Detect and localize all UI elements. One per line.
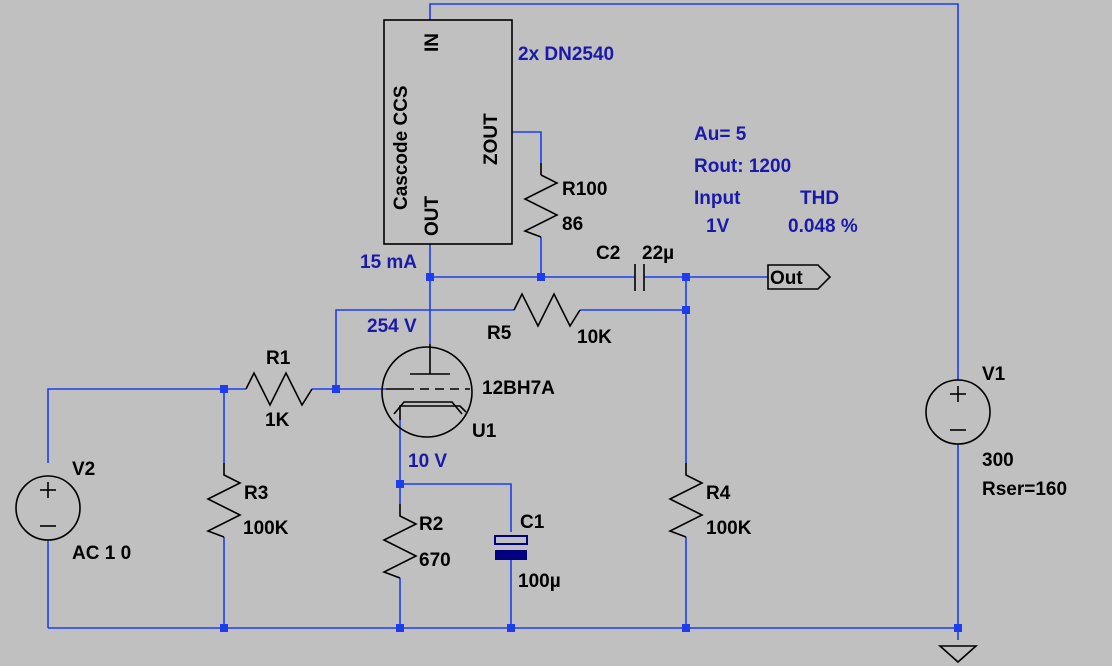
- triode-u1: 12BH7A U1: [381, 344, 555, 442]
- r2-value: 670: [419, 550, 451, 571]
- c2-name: C2: [596, 243, 620, 264]
- operating-point-annotations: 15 mA 254 V 10 V Au= 5 Rout: 1200 Input …: [360, 124, 858, 472]
- u1-value: 12BH7A: [482, 378, 555, 399]
- resistor-r5: R5 10K: [487, 292, 612, 348]
- v1-rser: Rser=160: [982, 479, 1067, 500]
- wires: [47, 3, 959, 640]
- ccs-pin-zout: ZOUT: [481, 113, 502, 165]
- resistor-r4: R4 100K: [668, 463, 752, 539]
- c1-name: C1: [520, 512, 545, 533]
- resistor-r1: R1 1K: [245, 348, 313, 431]
- r4-name: R4: [706, 483, 731, 504]
- out-port-flag: Out: [767, 264, 832, 290]
- resistor-r2: R2 670: [382, 504, 451, 579]
- r5-name: R5: [487, 323, 512, 344]
- r2-name: R2: [419, 514, 443, 535]
- voltage-source-v1: V1 300 Rser=160: [925, 364, 1067, 500]
- r5-value: 10K: [577, 327, 612, 348]
- resistor-r100: R100 86: [523, 163, 607, 238]
- gain-label: Au= 5: [694, 124, 747, 145]
- rout-label: Rout: 1200: [694, 156, 791, 177]
- c1-value: 100µ: [518, 571, 561, 592]
- ground-symbol: [937, 645, 979, 664]
- r100-value: 86: [562, 214, 583, 235]
- r3-name: R3: [244, 483, 268, 504]
- ccs-title: Cascode CCS: [391, 85, 412, 210]
- voltage-source-v2: V2 AC 1 0: [15, 459, 131, 564]
- input-value: 1V: [706, 216, 730, 237]
- r1-name: R1: [266, 348, 291, 369]
- c2-value: 22µ: [642, 243, 674, 264]
- ccs-pin-out: OUT: [422, 196, 443, 237]
- u1-name: U1: [472, 421, 497, 442]
- v2-name: V2: [72, 459, 95, 480]
- resistor-r3: R3 100K: [206, 463, 289, 539]
- ccs-current-label: 15 mA: [360, 252, 417, 273]
- v1-name: V1: [982, 364, 1006, 385]
- v2-value: AC 1 0: [72, 543, 131, 564]
- junction-dots: [220, 273, 962, 632]
- v1-value: 300: [982, 450, 1014, 471]
- thd-value: 0.048 %: [788, 216, 858, 237]
- out-label: Out: [770, 268, 803, 289]
- thd-header: THD: [800, 188, 839, 209]
- r3-value: 100K: [243, 518, 289, 539]
- capacitor-c2: C2 22µ: [596, 243, 674, 291]
- input-header: Input: [694, 188, 741, 209]
- cathode-voltage-label: 10 V: [408, 451, 447, 472]
- plate-voltage-label: 254 V: [367, 316, 417, 337]
- cascode-ccs-block: Cascode CCS IN ZOUT OUT: [383, 19, 513, 245]
- ccs-pin-in: IN: [422, 33, 443, 52]
- r100-name: R100: [562, 179, 607, 200]
- capacitor-c1: C1 100µ: [494, 512, 561, 592]
- ccs-device-label: 2x DN2540: [518, 44, 614, 65]
- r1-value: 1K: [265, 410, 290, 431]
- r4-value: 100K: [706, 518, 752, 539]
